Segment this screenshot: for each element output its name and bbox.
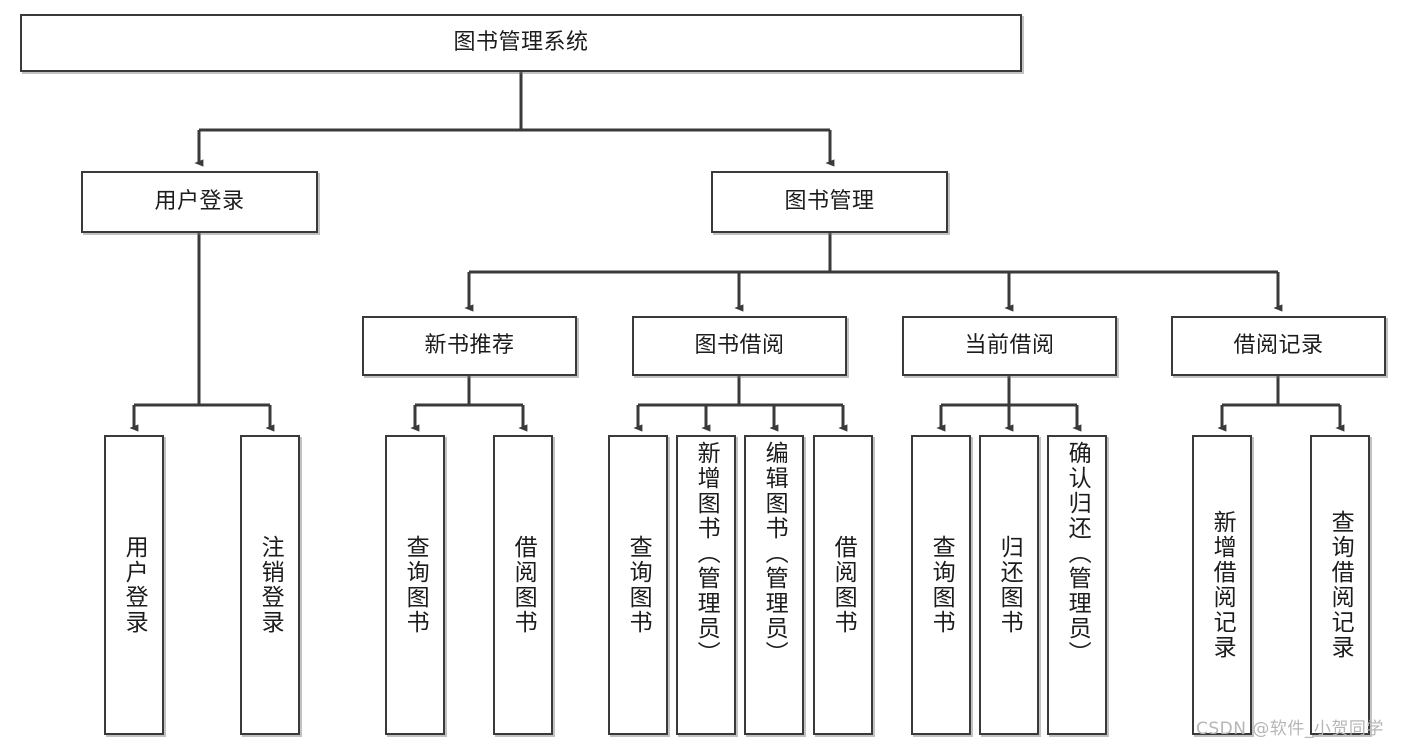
leaf-query-book-borrow-label: 查询图书 xyxy=(625,535,652,635)
leaf-edit-book-admin[interactable]: 编辑图书（管理员） xyxy=(744,435,804,735)
node-book-borrow[interactable]: 图书借阅 xyxy=(632,316,847,376)
node-current-borrow[interactable]: 当前借阅 xyxy=(902,316,1117,376)
leaf-add-book-admin[interactable]: 新增图书（管理员） xyxy=(676,435,736,735)
node-new-book-recommend-label: 新书推荐 xyxy=(424,332,515,358)
node-borrow-records-label: 借阅记录 xyxy=(1233,332,1324,358)
leaf-return-book-label: 归还图书 xyxy=(996,535,1023,635)
leaf-query-borrow-record-label: 查询借阅记录 xyxy=(1327,510,1354,660)
node-current-borrow-label: 当前借阅 xyxy=(964,332,1055,358)
leaf-return-book[interactable]: 归还图书 xyxy=(979,435,1039,735)
leaf-query-borrow-record[interactable]: 查询借阅记录 xyxy=(1310,435,1370,735)
node-book-management-label: 图书管理 xyxy=(784,188,875,214)
leaf-borrow-book[interactable]: 借阅图书 xyxy=(813,435,873,735)
leaf-user-login-label: 用户登录 xyxy=(121,535,148,635)
leaf-add-borrow-record[interactable]: 新增借阅记录 xyxy=(1192,435,1252,735)
leaf-query-book-current-label: 查询图书 xyxy=(928,535,955,635)
leaf-query-book-borrow[interactable]: 查询图书 xyxy=(608,435,668,735)
leaf-query-book-recommend[interactable]: 查询图书 xyxy=(385,435,445,735)
node-root[interactable]: 图书管理系统 xyxy=(20,14,1022,72)
leaf-confirm-return-admin[interactable]: 确认归还（管理员） xyxy=(1047,435,1107,735)
node-borrow-records[interactable]: 借阅记录 xyxy=(1171,316,1386,376)
leaf-borrow-book-recommend-label: 借阅图书 xyxy=(510,535,537,635)
csdn-watermark: CSDN @软件_小贺同学 xyxy=(1196,719,1384,739)
leaf-user-login[interactable]: 用户登录 xyxy=(104,435,164,735)
leaf-query-book-recommend-label: 查询图书 xyxy=(402,535,429,635)
node-new-book-recommend[interactable]: 新书推荐 xyxy=(362,316,577,376)
leaf-add-book-admin-label: 新增图书（管理员） xyxy=(693,441,720,666)
leaf-edit-book-admin-label: 编辑图书（管理员） xyxy=(761,441,788,666)
node-user-login[interactable]: 用户登录 xyxy=(81,171,318,233)
leaf-borrow-book-label: 借阅图书 xyxy=(830,535,857,635)
leaf-logout[interactable]: 注销登录 xyxy=(240,435,300,735)
leaf-borrow-book-recommend[interactable]: 借阅图书 xyxy=(493,435,553,735)
leaf-confirm-return-admin-label: 确认归还（管理员） xyxy=(1064,441,1091,666)
node-book-borrow-label: 图书借阅 xyxy=(694,332,785,358)
node-book-management[interactable]: 图书管理 xyxy=(711,171,948,233)
node-user-login-label: 用户登录 xyxy=(154,188,245,214)
leaf-logout-label: 注销登录 xyxy=(257,535,284,635)
leaf-add-borrow-record-label: 新增借阅记录 xyxy=(1209,510,1236,660)
node-root-label: 图书管理系统 xyxy=(453,29,589,55)
leaf-query-book-current[interactable]: 查询图书 xyxy=(911,435,971,735)
